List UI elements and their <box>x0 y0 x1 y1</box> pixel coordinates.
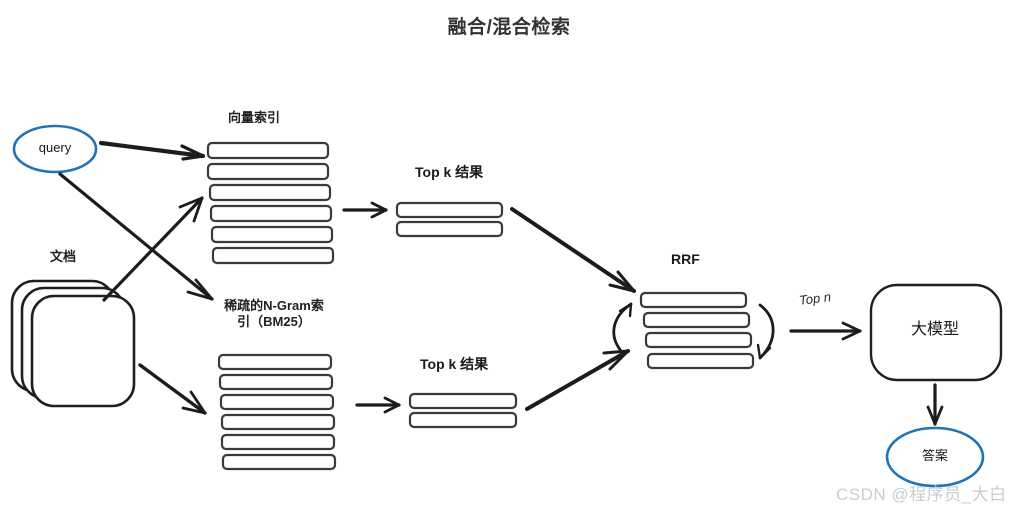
document-sheet-front <box>30 294 136 408</box>
page-title: 融合/混合检索 <box>447 17 571 38</box>
rrf-bar <box>646 352 755 370</box>
rrf-bar <box>642 311 751 329</box>
sparse-index-bar <box>221 453 337 471</box>
llm-box-outline <box>869 283 1003 382</box>
node-vector-index-bars <box>206 141 335 265</box>
sparse-index-label-line1: 稀疏的N-Gram索 <box>224 298 324 313</box>
topk-sparse-bar <box>408 411 518 429</box>
node-query <box>12 124 98 174</box>
vector-index-bar <box>210 225 334 244</box>
sparse-index-bar <box>217 353 333 371</box>
csdn-watermark: CSDN @程序员_大白 <box>836 485 1007 504</box>
edge-documents-to-vector-index <box>102 196 204 302</box>
edge-documents-to-sparse-index <box>138 363 207 415</box>
topk-vector-bar <box>395 220 504 238</box>
sparse-index-bar <box>220 433 336 451</box>
sparse-index-bar <box>219 393 335 411</box>
node-label-rrf: RRF <box>671 251 700 267</box>
node-documents <box>10 279 136 408</box>
sparse-index-bar <box>220 413 336 431</box>
node-label-answer: 答案 <box>921 448 948 463</box>
node-topk-sparse-bars <box>408 392 518 429</box>
node-rrf-bars <box>639 291 755 370</box>
edge-rrf-to-llm <box>789 321 862 341</box>
rrf-bar <box>644 331 753 349</box>
edge-topk-vector-to-rrf <box>510 207 636 293</box>
node-topk-vector-bars <box>395 201 504 238</box>
node-label-query: query <box>38 140 72 155</box>
edge-rrf-reorder-left <box>612 302 633 354</box>
edge-query-to-vector-index <box>98 140 206 161</box>
answer-ellipse-outline <box>885 426 985 488</box>
vector-index-bar <box>206 162 330 181</box>
edge-query-to-sparse-index <box>58 172 214 301</box>
topk-sparse-bar <box>408 392 518 410</box>
node-llm <box>869 283 1003 382</box>
sparse-index-label-line2: 引（BM25） <box>237 314 311 330</box>
node-label-llm: 大模型 <box>910 321 959 338</box>
topk-vector-bar <box>395 201 504 219</box>
query-ellipse-outline <box>12 124 98 174</box>
node-label-vector-index: 向量索引 <box>228 110 281 125</box>
vector-index-bar <box>208 183 332 202</box>
node-label-topk-sparse: Top k 结果 <box>420 356 489 372</box>
node-label-sparse-index: 稀疏的N-Gram索引（BM25） <box>214 298 334 331</box>
edge-rrf-reorder-right <box>756 303 775 360</box>
edge-topk-sparse-to-rrf <box>525 349 630 411</box>
rrf-bar <box>639 291 748 309</box>
node-label-documents: 文档 <box>50 249 77 264</box>
vector-index-bar <box>211 246 335 265</box>
node-sparse-index-bars <box>217 353 337 471</box>
edge-llm-to-answer <box>926 383 944 426</box>
vector-index-bar <box>206 141 330 160</box>
edge-vector-index-to-topk <box>342 201 388 219</box>
node-answer <box>885 426 985 488</box>
sparse-index-bar <box>218 373 334 391</box>
node-label-topk-vector: Top k 结果 <box>415 164 484 180</box>
vector-index-bar <box>209 204 333 223</box>
edge-sparse-index-to-topk <box>355 396 401 414</box>
